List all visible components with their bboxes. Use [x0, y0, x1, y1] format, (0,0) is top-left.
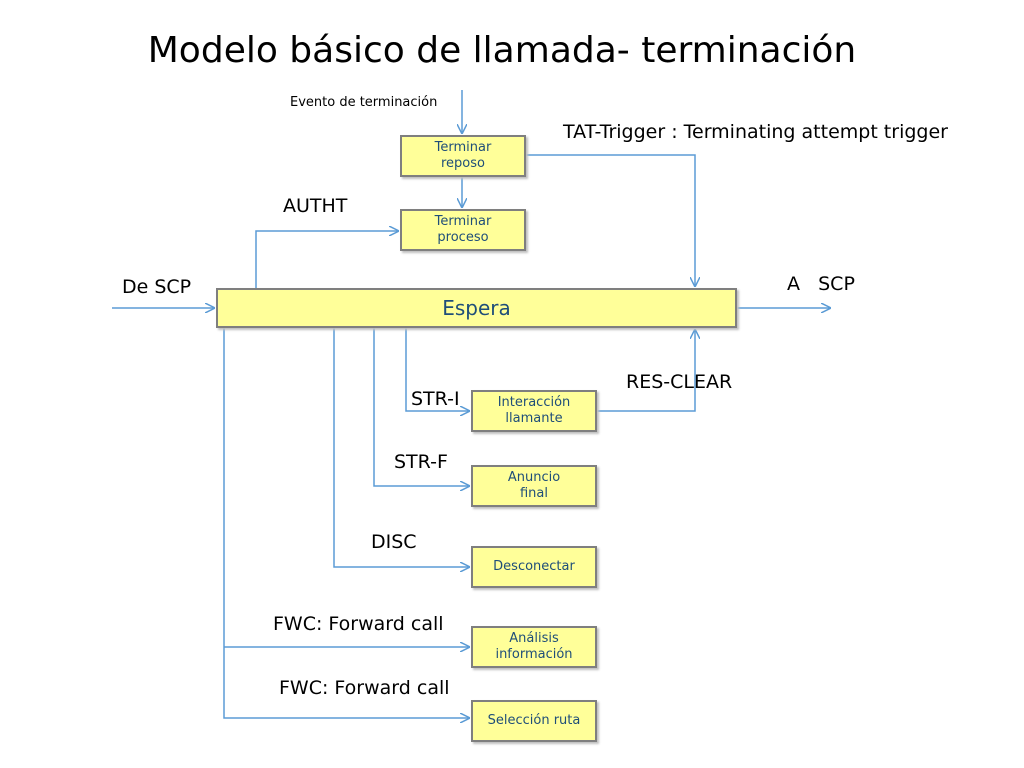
arrow-tat-to-espera — [526, 154, 695, 286]
box-desconectar: Desconectar — [471, 546, 597, 588]
label-a-scp: A SCP — [787, 273, 855, 295]
label-tat-trigger: TAT-Trigger : Terminating attempt trigge… — [563, 121, 948, 143]
box-terminar-proceso: Terminar proceso — [400, 209, 526, 251]
box-terminar-reposo: Terminar reposo — [400, 135, 526, 177]
box-espera: Espera — [216, 288, 737, 328]
label-evento: Evento de terminación — [290, 95, 438, 110]
label-fwc-2: FWC: Forward call — [279, 677, 450, 699]
diagram-title: Modelo básico de llamada- terminación — [147, 30, 857, 71]
label-str-i: STR-I — [411, 388, 460, 410]
label-str-f: STR-F — [394, 451, 448, 473]
label-fwc-1: FWC: Forward call — [273, 613, 444, 635]
box-interaccion-llamante: Interacción llamante — [471, 390, 597, 432]
arrow-fwc-analisis — [223, 328, 469, 718]
arrow-res-clear — [597, 330, 695, 412]
label-res-clear: RES-CLEAR — [626, 371, 733, 393]
box-anuncio-final: Anuncio final — [471, 465, 597, 507]
box-seleccion-ruta: Selección ruta — [471, 700, 597, 742]
label-disc: DISC — [371, 531, 417, 553]
arrow-disc — [333, 328, 469, 567]
label-autht: AUTHT — [283, 195, 348, 217]
label-de-scp: De SCP — [122, 276, 192, 298]
arrow-str-f — [373, 328, 469, 486]
arrow-str-i — [405, 328, 469, 411]
arrow-autht — [255, 231, 398, 288]
box-analisis-informacion: Análisis información — [471, 626, 597, 668]
